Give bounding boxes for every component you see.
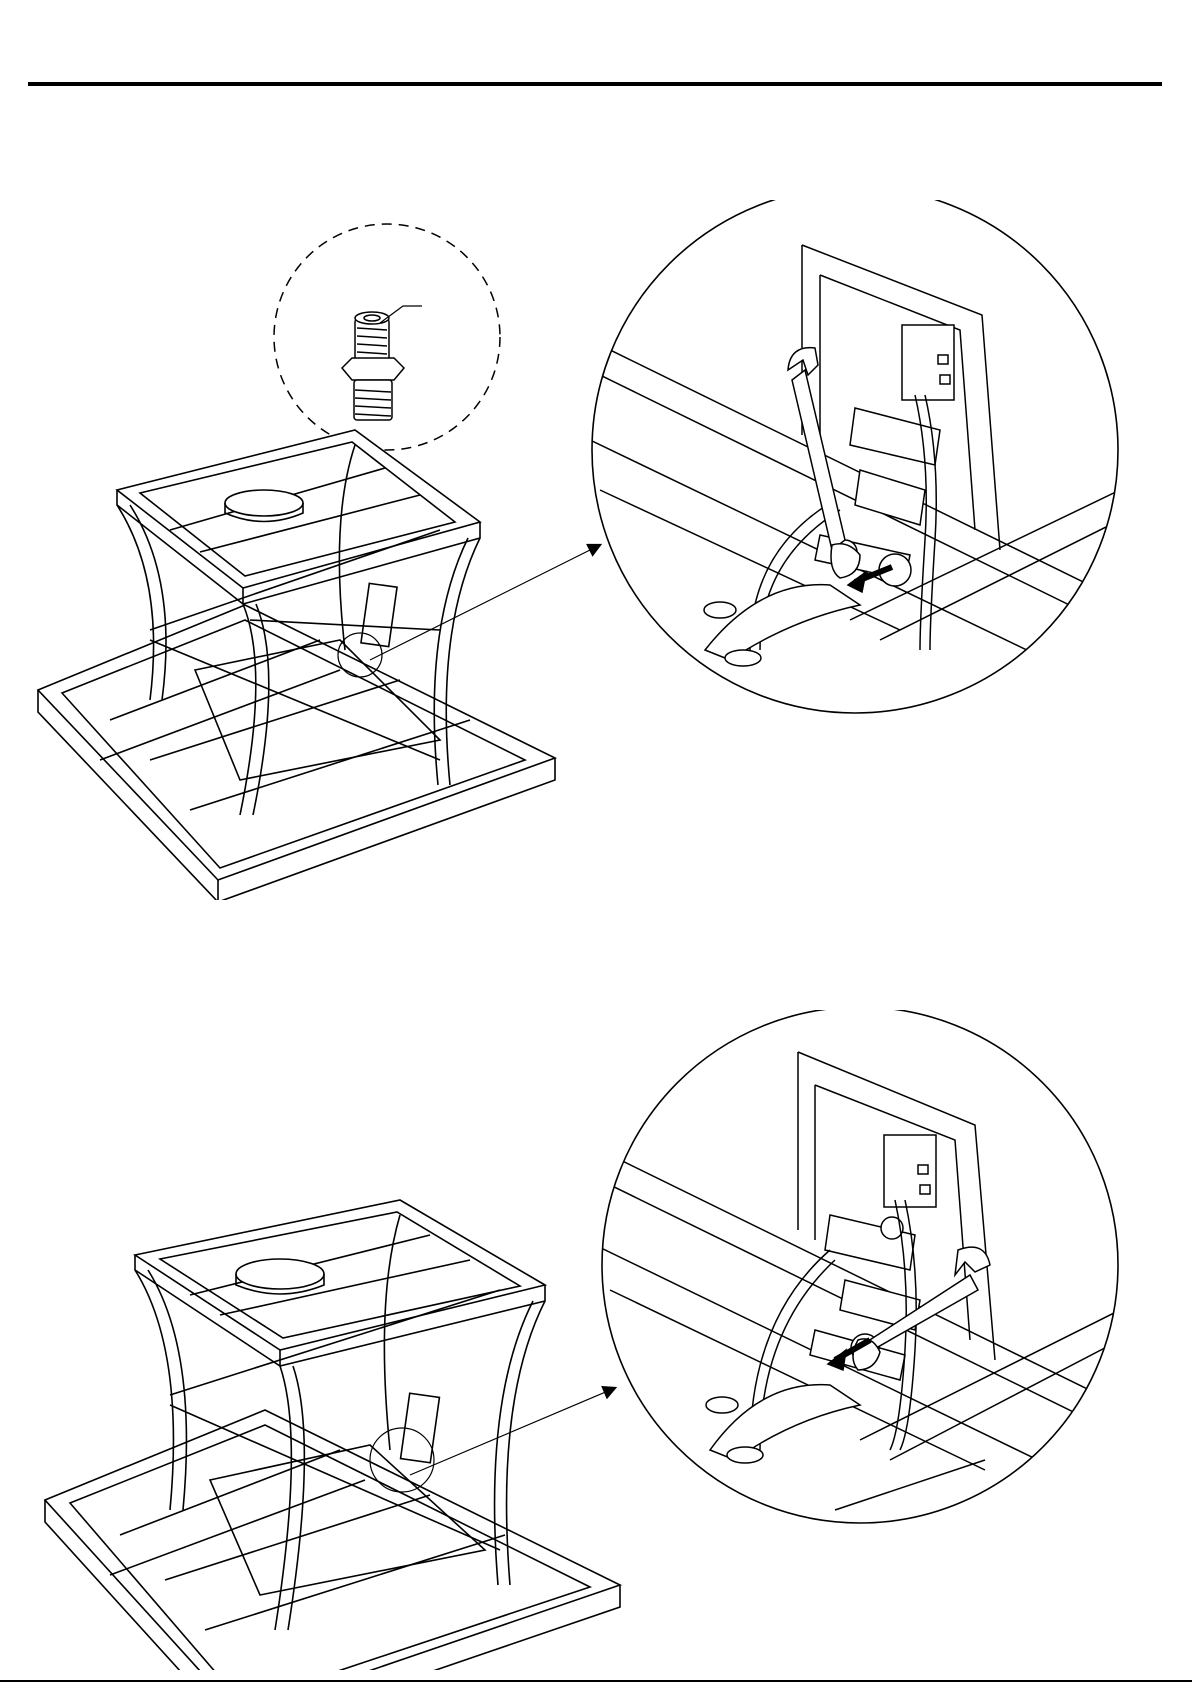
fitting-detail-callout (274, 224, 500, 450)
magnify-arrow-2 (410, 1388, 615, 1475)
header-rule (28, 82, 1162, 86)
step-2-figure (0, 1010, 1192, 1670)
valve-connection-detail-2 (595, 1010, 1120, 1523)
magnify-arrow (370, 545, 600, 660)
footer-rule (0, 1680, 1192, 1682)
step-2-illustration (0, 1010, 1192, 1670)
frame-base-assembly-2 (45, 1200, 620, 1670)
step-1-figure (0, 200, 1192, 900)
frame-base-assembly (38, 430, 555, 900)
flare-fitting-icon (342, 312, 404, 420)
valve-connection-detail (590, 200, 1120, 713)
step-1-illustration (0, 200, 1192, 900)
